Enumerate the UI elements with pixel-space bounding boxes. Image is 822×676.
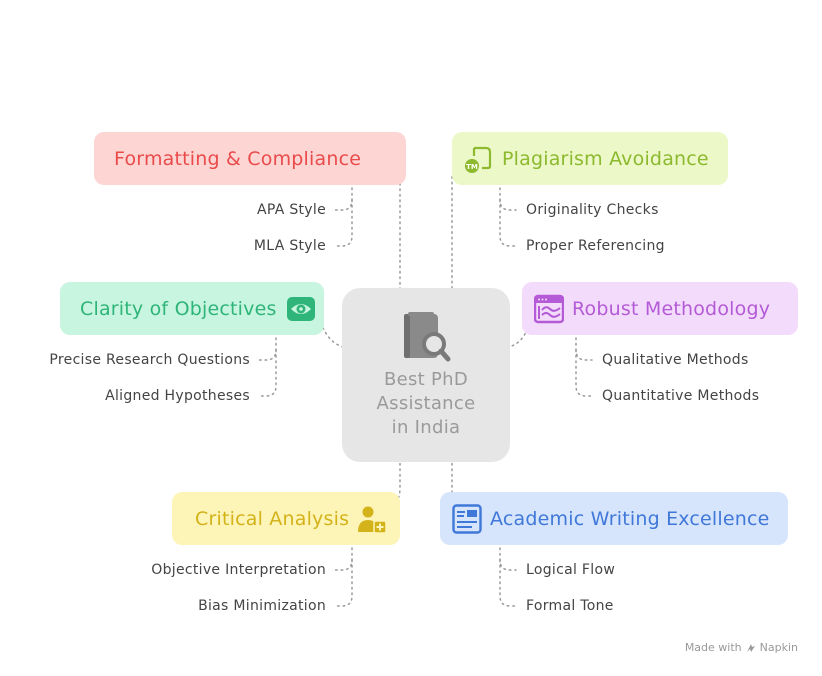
connector-critical-item1 [334, 547, 353, 571]
connector-critical-item2 [334, 559, 353, 607]
branch-methodology: Robust Methodology [522, 282, 798, 335]
leaf-methodology-2: Quantitative Methods [602, 388, 760, 404]
napkin-logo-icon [746, 643, 755, 652]
document-layout-icon [452, 503, 482, 534]
leaf-plagiarism-2: Proper Referencing [526, 238, 665, 254]
book-search-icon [404, 312, 451, 362]
connector-writing-item2 [499, 559, 517, 607]
connector-formatting-item2 [334, 199, 353, 247]
leaf-critical-2: Bias Minimization [198, 598, 326, 614]
central-topic-node: Best PhD Assistance in India [342, 288, 510, 462]
leaf-formatting-2: MLA Style [253, 238, 326, 254]
central-topic-line: in India [391, 417, 461, 438]
leaf-writing-2: Formal Tone [526, 598, 614, 614]
central-topic-line: Assistance [376, 393, 476, 414]
branch-plagiarism: TM Plagiarism Avoidance [452, 132, 728, 185]
branch-writing: Academic Writing Excellence [440, 492, 788, 545]
connector-plagiarism-item1 [499, 187, 517, 211]
person-medical-icon [358, 506, 387, 534]
leaf-methodology-1: Qualitative Methods [602, 352, 749, 368]
made-with-label: Made with [684, 641, 742, 654]
leaf-plagiarism-1: Originality Checks [526, 202, 659, 218]
chart-window-icon [534, 294, 564, 323]
branch-critical-title: Critical Analysis [195, 507, 350, 530]
trademark-document-icon: TM [465, 146, 492, 173]
central-topic-line: Best PhD [383, 369, 469, 390]
napkin-brand-label: Napkin [759, 641, 798, 654]
branch-methodology-title: Robust Methodology [572, 297, 771, 320]
svg-text:TM: TM [466, 163, 478, 171]
branch-clarity: Clarity of Objectives [60, 282, 324, 335]
leaf-clarity-2: Aligned Hypotheses [105, 388, 250, 404]
branch-plagiarism-title: Plagiarism Avoidance [502, 147, 709, 170]
connector-clarity-item1 [258, 337, 277, 361]
central-topic-label: Best PhD Assistance in India [342, 368, 510, 440]
connector-formatting-item1 [334, 187, 353, 211]
connector-clarity-item2 [258, 349, 277, 397]
leaf-writing-1: Logical Flow [526, 562, 616, 578]
eye-icon [286, 296, 315, 321]
branch-formatting: Formatting & Compliance [94, 132, 406, 185]
leaf-critical-1: Objective Interpretation [151, 562, 326, 578]
branch-formatting-title: Formatting & Compliance [114, 147, 362, 170]
leaf-formatting-1: APA Style [256, 202, 326, 218]
branch-writing-title: Academic Writing Excellence [490, 507, 770, 530]
connector-methodology-item1 [575, 337, 593, 361]
branch-critical: Critical Analysis [172, 492, 400, 545]
connector-writing-item1 [499, 547, 517, 571]
connector-plagiarism-item2 [499, 199, 517, 247]
made-with-napkin-footer: Made with Napkin [685, 641, 798, 654]
connector-methodology-item2 [575, 349, 593, 397]
leaf-clarity-1: Precise Research Questions [49, 352, 250, 368]
branch-clarity-title: Clarity of Objectives [80, 297, 277, 320]
